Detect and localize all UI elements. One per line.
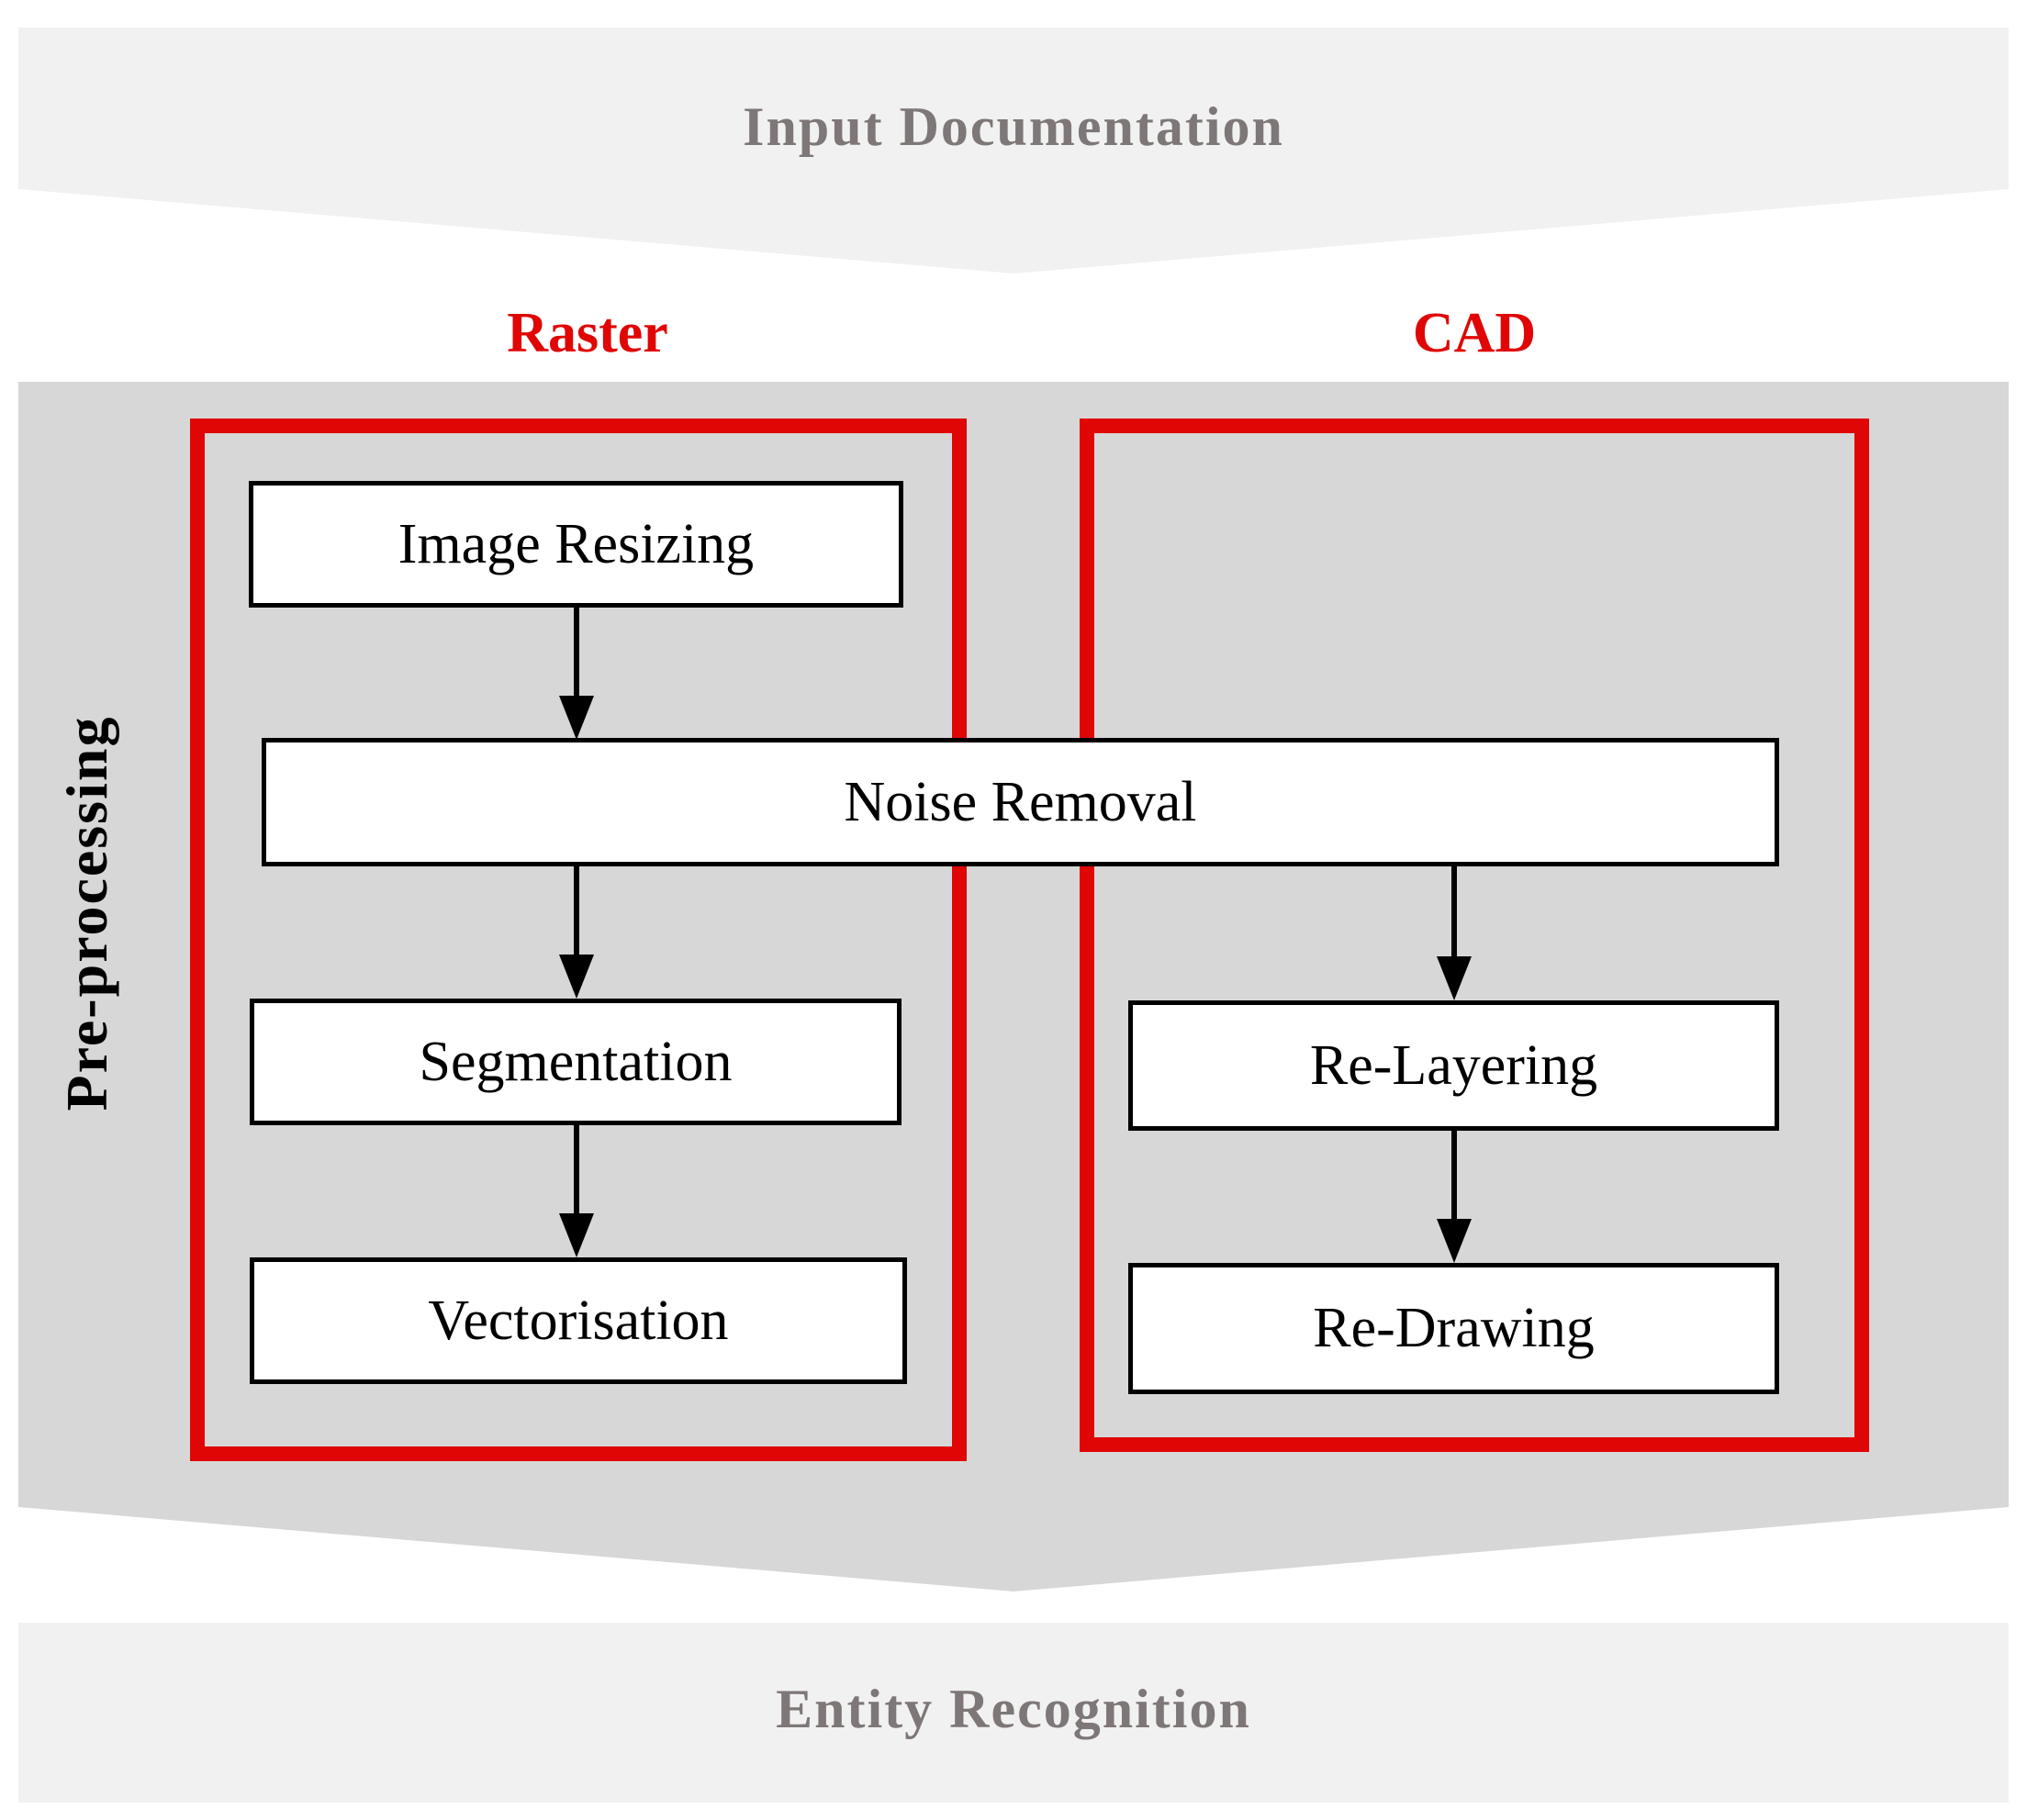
arrow-image-resizing-to-noise-removal [559, 608, 594, 740]
cad-group-box [1080, 419, 1869, 1452]
cad-branch-label: CAD [1412, 302, 1537, 364]
node-re-drawing: Re-Drawing [1128, 1263, 1779, 1394]
node-segmentation: Segmentation [250, 999, 902, 1125]
node-noise-removal: Noise Removal [262, 738, 1779, 866]
preprocessing-side-label: Pre-processing [54, 715, 119, 1111]
arrow-segmentation-to-vectorisation [559, 1125, 594, 1257]
node-re-layering: Re-Layering [1128, 1000, 1779, 1131]
arrow-re-layering-to-re-drawing [1437, 1131, 1472, 1263]
arrow-noise-removal-to-re-layering [1437, 866, 1472, 1000]
raster-branch-label: Raster [507, 302, 668, 364]
input-documentation-label: Input Documentation [743, 96, 1284, 157]
entity-recognition-label: Entity Recognition [776, 1679, 1251, 1739]
node-image-resizing: Image Resizing [249, 481, 903, 608]
node-vectorisation: Vectorisation [250, 1257, 907, 1384]
arrow-noise-removal-to-segmentation [559, 866, 594, 999]
input-documentation-band-shape [18, 28, 2009, 274]
raster-group-box [190, 419, 967, 1461]
entity-recognition-band-shape [18, 1623, 2009, 1803]
